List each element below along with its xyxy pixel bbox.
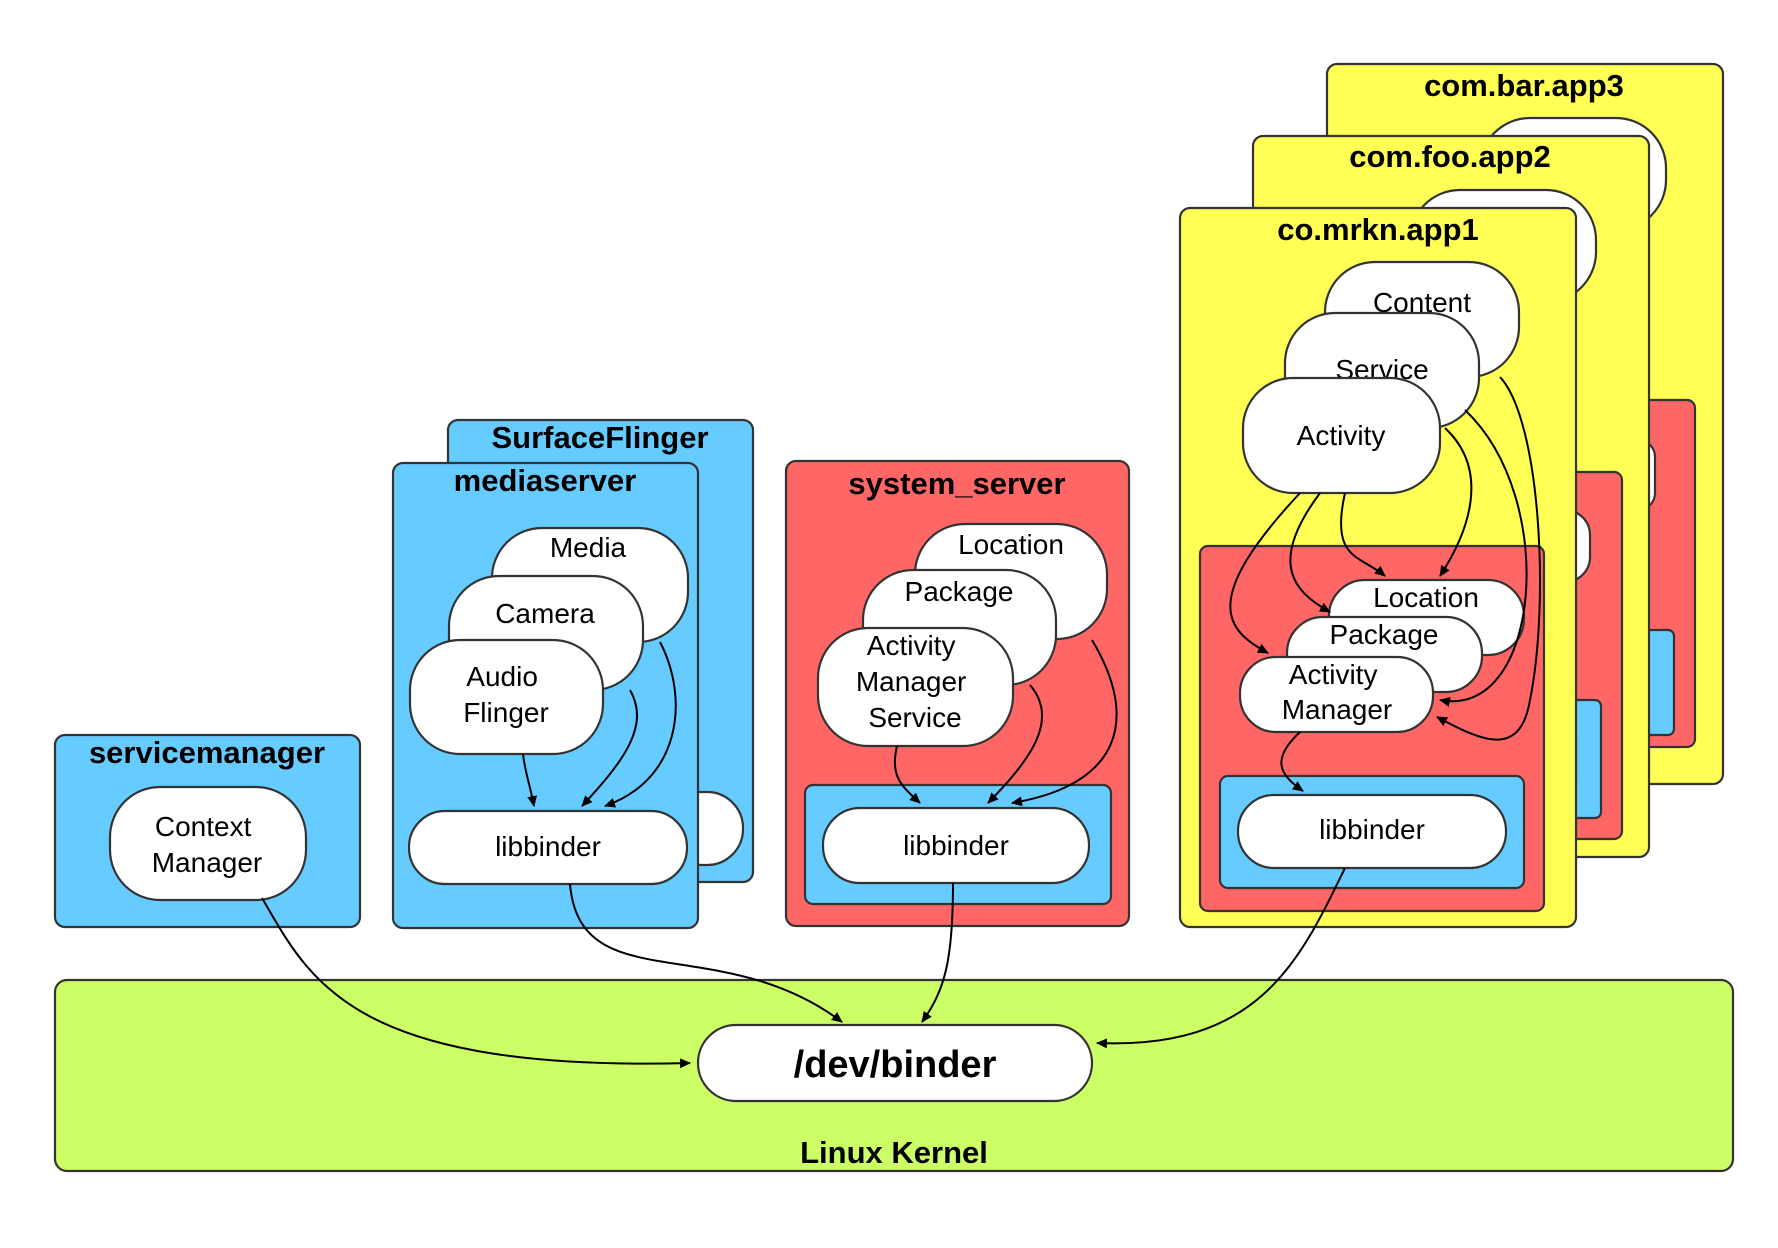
edge-audio-libbinder xyxy=(522,753,538,807)
app3-title: com.bar.app3 xyxy=(1424,68,1624,103)
system-server-libbinder-label: libbinder xyxy=(903,830,1009,861)
edge-service-lm xyxy=(1439,427,1473,577)
edge-mediaserver-binder xyxy=(569,883,843,1023)
edge-lms-libbinder xyxy=(1011,639,1118,807)
audio-flinger-label: Audio Flinger xyxy=(463,661,549,728)
system-server-libbinder-node xyxy=(821,806,1091,885)
dev-binder-label: /dev/binder xyxy=(794,1044,997,1086)
camera-service-label: Camera xyxy=(495,598,595,629)
edge-media-libbinder xyxy=(604,641,677,808)
app2-title: com.foo.app2 xyxy=(1349,139,1551,174)
app1-libbinder-node xyxy=(1236,793,1508,870)
app1-location-manager-label: Location xyxy=(1373,582,1479,613)
context-manager-label: Context Manager xyxy=(152,811,263,878)
servicemanager-title: servicemanager xyxy=(89,735,325,770)
app1-activity-node xyxy=(1241,376,1442,495)
package-manager-service-label: Package xyxy=(905,576,1014,607)
location-manager-service-label: Location xyxy=(958,529,1064,560)
context-manager-node xyxy=(108,785,308,902)
edge-servicemanager-binder xyxy=(261,897,691,1069)
surfaceflinger-title: SurfaceFlinger xyxy=(491,420,708,455)
edge-ams-libbinder xyxy=(893,745,921,804)
edge-camera-libbinder xyxy=(581,689,638,807)
mediaserver-title: mediaserver xyxy=(454,463,637,498)
activity-manager-service-node xyxy=(816,626,1015,748)
app1-package-manager-label: Package xyxy=(1330,619,1439,650)
edge-activity-am xyxy=(1229,492,1301,654)
edge-service-pm xyxy=(1439,409,1528,707)
mediaserver-libbinder-node xyxy=(407,809,689,886)
dev-binder-node xyxy=(696,1023,1094,1103)
media-player-label: Media xyxy=(550,532,627,563)
edges xyxy=(261,376,1541,1069)
app1-activity-label: Activity xyxy=(1297,420,1386,451)
edge-system-server-binder xyxy=(921,882,954,1023)
edge-activity-pm xyxy=(1289,492,1331,613)
edge-activity-lm xyxy=(1340,492,1386,577)
edge-am-libbinder xyxy=(1280,731,1304,792)
edge-pms-libbinder xyxy=(987,684,1044,804)
mediaserver-libbinder-label: libbinder xyxy=(495,831,601,862)
linux-kernel-label: Linux Kernel xyxy=(800,1135,988,1170)
activity-manager-service-label: Activity Manager Service xyxy=(856,630,974,733)
audio-flinger-node xyxy=(408,638,605,756)
app1-activity-manager-label: Activity Manager xyxy=(1282,659,1393,725)
app1-activity-manager-node xyxy=(1238,655,1435,734)
app1-title: co.mrkn.app1 xyxy=(1277,212,1479,247)
app1-libbinder-label: libbinder xyxy=(1319,814,1425,845)
edge-content-am xyxy=(1436,376,1541,741)
edge-app1-binder xyxy=(1096,867,1346,1049)
system-server-title: system_server xyxy=(848,466,1065,501)
